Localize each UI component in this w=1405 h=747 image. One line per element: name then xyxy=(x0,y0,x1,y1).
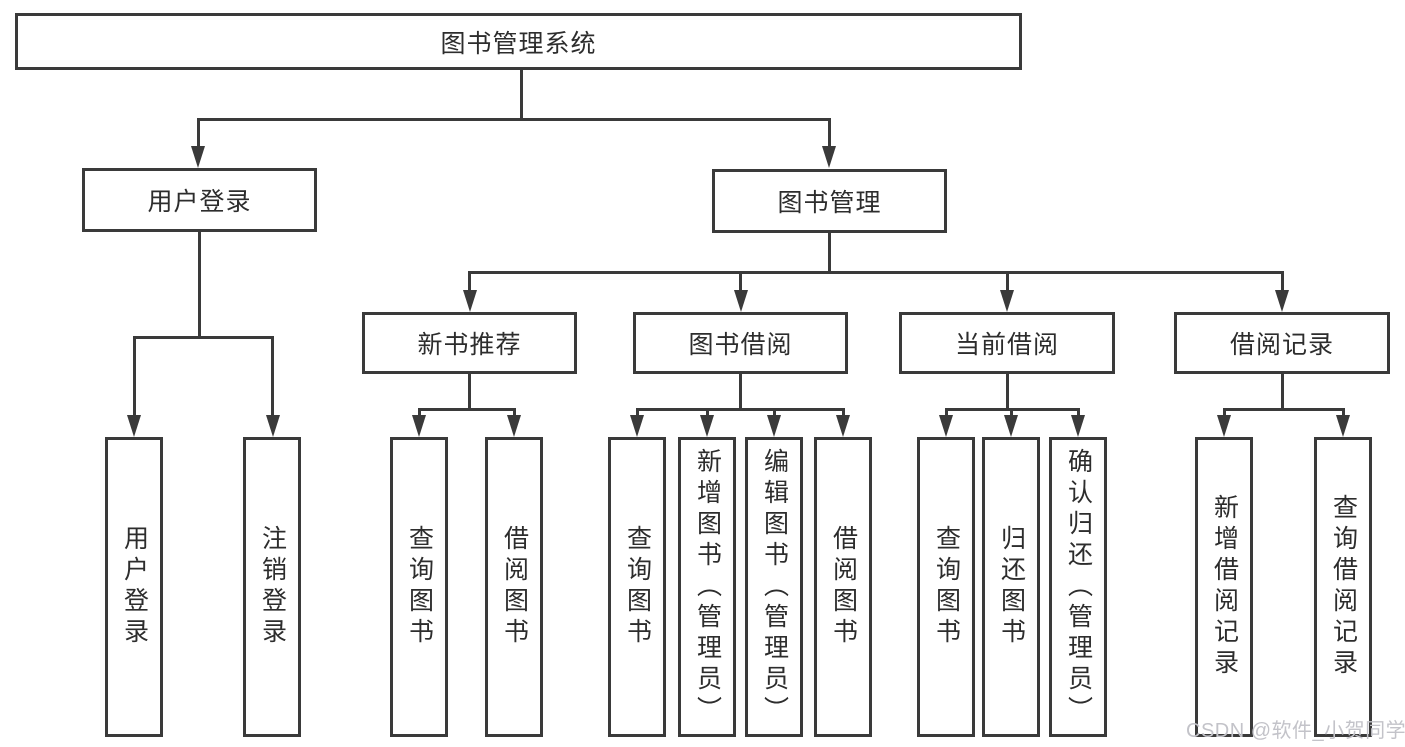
arrow-down-icon xyxy=(939,415,953,437)
node-label: 用户登录 xyxy=(147,188,252,216)
node-user-login: 用户登录 xyxy=(82,168,317,232)
node-current-borrowing: 当前借阅 xyxy=(899,312,1115,374)
connector-hline xyxy=(635,408,845,411)
csdn-watermark: CSDN @软件_小贺同学 xyxy=(1186,720,1405,742)
connector-vline xyxy=(705,408,709,416)
arrow-down-icon xyxy=(1275,290,1289,312)
connector-vline xyxy=(944,408,948,416)
connector-vline xyxy=(828,233,831,273)
connector-vline xyxy=(271,336,274,415)
leaf-add-book-admin: 新增图书（管理员） xyxy=(678,437,736,737)
arrow-down-icon xyxy=(1336,415,1350,437)
arrow-down-icon xyxy=(767,415,781,437)
node-library-management-system: 图书管理系统 xyxy=(15,13,1022,70)
arrow-down-icon xyxy=(733,290,748,312)
arrow-down-icon xyxy=(412,415,426,437)
arrow-down-icon xyxy=(191,146,205,168)
node-new-book-recommendation: 新书推荐 xyxy=(362,312,577,374)
node-label: 归还图书 xyxy=(997,525,1026,649)
connector-vline xyxy=(841,408,845,416)
connector-vline xyxy=(635,408,639,416)
leaf-query-books-borrowing: 查询图书 xyxy=(608,437,666,737)
node-label: 查询图书 xyxy=(405,525,434,649)
connector-vline xyxy=(739,373,742,409)
connector-vline xyxy=(519,68,523,118)
connector-vline xyxy=(417,408,421,416)
connector-vline xyxy=(1005,271,1009,292)
node-label: 新增借阅记录 xyxy=(1210,494,1239,680)
connector-vline xyxy=(1009,408,1013,416)
connector-vline xyxy=(1222,408,1226,416)
leaf-query-books-recommend: 查询图书 xyxy=(390,437,448,737)
arrow-down-icon xyxy=(127,415,141,437)
leaf-borrow-books-borrowing: 借阅图书 xyxy=(814,437,872,737)
node-label: 图书管理系统 xyxy=(440,29,597,58)
connector-vline xyxy=(1280,373,1284,409)
leaf-confirm-return-admin: 确认归还（管理员） xyxy=(1049,437,1107,737)
node-label: 确认归还（管理员） xyxy=(1064,447,1093,727)
node-label: 借阅图书 xyxy=(500,525,529,649)
arrow-down-icon xyxy=(630,415,644,437)
node-label: 编辑图书（管理员） xyxy=(760,447,789,727)
connector-vline xyxy=(739,271,742,292)
arrow-down-icon xyxy=(507,415,521,437)
connector-hline xyxy=(132,336,274,339)
arrow-down-icon xyxy=(1217,415,1231,437)
leaf-query-books-current: 查询图书 xyxy=(917,437,975,737)
connector-hline xyxy=(1222,408,1345,411)
node-label: 借阅图书 xyxy=(829,525,858,649)
connector-hline xyxy=(468,271,1284,274)
connector-vline xyxy=(1005,373,1009,409)
leaf-return-books: 归还图书 xyxy=(982,437,1040,737)
leaf-borrow-books-recommend: 借阅图书 xyxy=(485,437,543,737)
node-book-management: 图书管理 xyxy=(712,169,947,233)
leaf-logout-login: 注销登录 xyxy=(243,437,301,737)
node-label: 查询图书 xyxy=(623,525,652,649)
connector-hline xyxy=(196,118,831,121)
arrow-down-icon xyxy=(822,146,836,168)
connector-vline xyxy=(827,118,831,148)
connector-vline xyxy=(1280,271,1284,292)
node-label: 图书借阅 xyxy=(688,331,793,359)
connector-vline xyxy=(198,232,201,336)
connector-hline xyxy=(417,408,516,411)
arrow-down-icon xyxy=(1071,415,1085,437)
connector-vline xyxy=(1341,408,1345,416)
connector-vline xyxy=(468,373,471,409)
arrow-down-icon xyxy=(700,415,714,437)
connector-vline xyxy=(1076,408,1080,416)
leaf-query-borrow-record: 查询借阅记录 xyxy=(1314,437,1372,737)
arrow-down-icon xyxy=(1000,290,1014,312)
node-label: 图书管理 xyxy=(777,189,882,217)
node-borrowing-records: 借阅记录 xyxy=(1174,312,1390,374)
node-label: 注销登录 xyxy=(258,525,287,649)
node-label: 查询图书 xyxy=(932,525,961,649)
node-label: 用户登录 xyxy=(120,525,149,649)
connector-vline xyxy=(512,408,516,416)
connector-vline xyxy=(468,271,471,292)
arrow-down-icon xyxy=(836,415,850,437)
arrow-down-icon xyxy=(265,415,280,437)
connector-vline xyxy=(772,408,776,416)
arrow-down-icon xyxy=(462,290,477,312)
node-label: 查询借阅记录 xyxy=(1329,494,1358,680)
node-book-borrowing: 图书借阅 xyxy=(633,312,848,374)
arrow-down-icon xyxy=(1004,415,1018,437)
leaf-edit-book-admin: 编辑图书（管理员） xyxy=(745,437,803,737)
node-label: 当前借阅 xyxy=(954,331,1059,359)
connector-vline xyxy=(196,118,200,148)
connector-vline xyxy=(132,336,136,415)
node-label: 借阅记录 xyxy=(1229,331,1334,359)
leaf-add-borrow-record: 新增借阅记录 xyxy=(1195,437,1253,737)
node-label: 新书推荐 xyxy=(417,331,522,359)
leaf-user-login: 用户登录 xyxy=(105,437,163,737)
node-label: 新增图书（管理员） xyxy=(693,447,722,727)
